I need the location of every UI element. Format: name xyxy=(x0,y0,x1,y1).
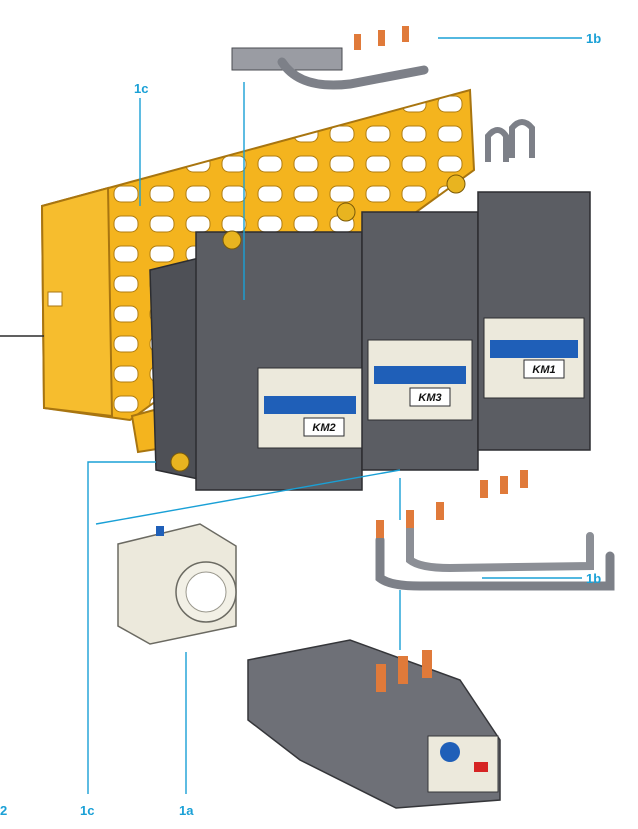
right-link-bar-outer xyxy=(375,535,615,591)
screw-1 xyxy=(222,230,242,250)
top-link-terminal-2 xyxy=(378,30,385,46)
right-link-terminal-1 xyxy=(376,520,384,538)
timer-block xyxy=(117,523,237,645)
relay-terminal-3 xyxy=(422,650,432,678)
screw-4 xyxy=(170,452,190,472)
right-link-terminal-6 xyxy=(520,470,528,488)
relay-adjust-dial xyxy=(440,742,460,762)
relay-terminal-2 xyxy=(398,656,408,684)
relay-stop-button xyxy=(474,762,488,772)
relay-terminal-1 xyxy=(376,664,386,692)
callout-bottom-1a: 1a xyxy=(179,803,194,818)
right-link-terminal-4 xyxy=(480,480,488,498)
km3-label: KM3 xyxy=(418,392,441,404)
right-link-terminal-2 xyxy=(406,510,414,528)
u-link-2 xyxy=(509,119,535,158)
contactor-km1-blue-actuator xyxy=(490,340,578,358)
screw-3 xyxy=(446,174,466,194)
leader-bottom-1c xyxy=(87,461,156,794)
right-power-link xyxy=(375,470,615,591)
rail-mounting-hole xyxy=(47,291,63,307)
km1-label: KM1 xyxy=(532,364,555,376)
right-link-terminal-5 xyxy=(500,476,508,494)
top-link-bar xyxy=(277,57,429,90)
km1-label-plate xyxy=(523,359,565,379)
fixing-screws xyxy=(170,174,466,472)
contactor-km2: KM2 xyxy=(149,231,363,491)
assembly-line-timer xyxy=(95,469,401,525)
contactor-km2-blue-actuator xyxy=(264,396,356,414)
km3-label-plate xyxy=(409,387,451,407)
callout-top-right-1b: 1b xyxy=(586,31,602,46)
leader-lines xyxy=(0,37,582,794)
callout-bottom-1c: 1c xyxy=(80,803,95,818)
right-link-terminal-3 xyxy=(436,502,444,520)
top-link-terminal-1 xyxy=(354,34,361,50)
callout-bottom-2: 2 xyxy=(0,803,8,818)
km2-label: KM2 xyxy=(312,422,335,434)
u-link-1 xyxy=(485,127,509,162)
top-power-link xyxy=(231,26,429,90)
callout-top-left-1c: 1c xyxy=(134,81,149,96)
contactor-km3-blue-actuator xyxy=(374,366,466,384)
contactor-km1: KM1 xyxy=(477,191,591,451)
thermal-overload-relay xyxy=(247,639,501,809)
top-u-links xyxy=(485,119,535,162)
rail-end-flange xyxy=(40,186,114,418)
callout-right-1b: 1b xyxy=(586,571,602,586)
timer-dial-center xyxy=(185,571,227,613)
screw-2 xyxy=(336,202,356,222)
contactor-km3: KM3 xyxy=(361,211,479,471)
timer-blue-tab xyxy=(156,526,164,536)
contactor-km2-body xyxy=(195,231,363,491)
km2-label-plate xyxy=(303,417,345,437)
top-link-terminal-3 xyxy=(402,26,409,42)
right-link-bar-inner xyxy=(406,512,594,573)
